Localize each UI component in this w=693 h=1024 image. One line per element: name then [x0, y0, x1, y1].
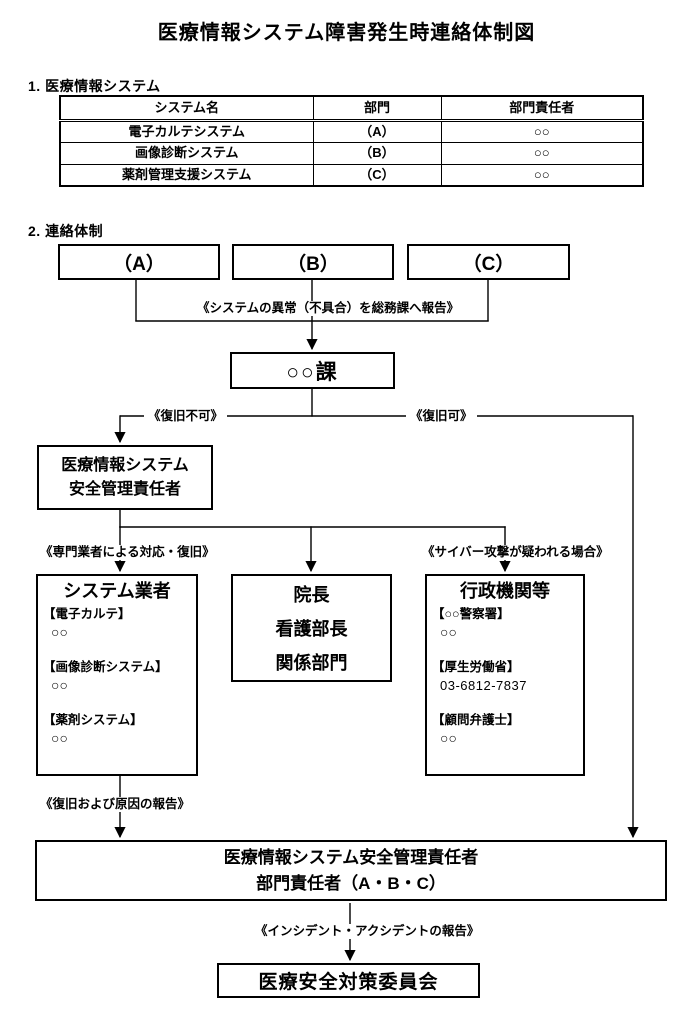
col-header-manager: 部門責任者 — [440, 95, 644, 122]
agency-item-value: ○○ — [440, 730, 457, 746]
dept-c-box: （C） — [407, 244, 570, 280]
manager-report-box: 医療情報システム安全管理責任者 部門責任者（A・B・C） — [35, 840, 667, 901]
col-header-department: 部門 — [312, 95, 442, 122]
safety-manager-line1: 医療情報システム — [61, 456, 189, 474]
cell-manager: ○○ — [440, 119, 644, 143]
cause-report-label: 《復旧および原因の報告》 — [36, 797, 195, 812]
director-line: 関係部門 — [275, 653, 348, 673]
vendor-item-value: ○○ — [51, 624, 68, 640]
soumu-section-box: ○○課 — [230, 352, 395, 389]
agency-item: 【厚生労働省】 03-6812-7837 — [432, 659, 578, 695]
agency-item: 【○○警察署】 ○○ — [432, 606, 578, 642]
table-header-row: システム名 部門 部門責任者 — [59, 95, 644, 122]
agency-item-category: 【○○警察署】 — [432, 607, 510, 621]
vendor-item: 【画像診断システム】 ○○ — [43, 659, 191, 695]
cell-department: （C） — [312, 163, 442, 187]
table-row: 電子カルテシステム （A） ○○ — [59, 119, 644, 143]
vendor-branch-label: 《専門業者による対応・復旧》 — [36, 545, 219, 560]
safety-manager-text: 医療情報システム 安全管理責任者 — [61, 454, 189, 502]
agency-item-phone: 03-6812-7837 — [440, 678, 527, 693]
col-header-system-name: システム名 — [59, 95, 314, 122]
vendor-box-title: システム業者 — [63, 581, 171, 601]
manager-report-line2: 部門責任者（A・B・C） — [256, 873, 446, 893]
cell-department: （B） — [312, 141, 442, 165]
vendor-item-value: ○○ — [51, 677, 68, 693]
recovery-label: 《復旧可》 — [406, 409, 477, 424]
manager-report-line1: 医療情報システム安全管理責任者 — [223, 847, 479, 867]
no-recovery-label: 《復旧不可》 — [144, 409, 228, 424]
section2-heading: 2. 連絡体制 — [28, 223, 104, 239]
agency-item-value: ○○ — [440, 624, 457, 640]
section1-heading: 1. 医療情報システム — [28, 78, 161, 94]
cell-system-name: 電子カルテシステム — [59, 119, 314, 143]
director-line: 看護部長 — [275, 619, 348, 639]
agency-item: 【顧問弁護士】 ○○ — [432, 712, 578, 748]
cell-manager: ○○ — [440, 163, 644, 187]
cell-department: （A） — [312, 119, 442, 143]
safety-manager-box: 医療情報システム 安全管理責任者 — [37, 445, 213, 510]
agency-box-title: 行政機関等 — [460, 581, 550, 601]
vendor-item-category: 【画像診断システム】 — [43, 660, 168, 674]
vendor-item-category: 【電子カルテ】 — [43, 607, 131, 621]
cell-system-name: 薬剤管理支援システム — [59, 163, 314, 187]
system-table: システム名 部門 部門責任者 電子カルテシステム （A） ○○ 画像診断システム… — [59, 95, 644, 187]
dept-b-box: （B） — [232, 244, 394, 280]
committee-box: 医療安全対策委員会 — [217, 963, 480, 998]
vendor-item: 【電子カルテ】 ○○ — [43, 606, 191, 642]
director-line: 院長 — [293, 585, 330, 605]
page-title: 医療情報システム障害発生時連絡体制図 — [157, 22, 536, 44]
table-row: 薬剤管理支援システム （C） ○○ — [59, 163, 644, 187]
vendor-item-category: 【薬剤システム】 — [43, 713, 143, 727]
agency-item-category: 【厚生労働省】 — [432, 660, 520, 674]
safety-manager-line2: 安全管理責任者 — [68, 480, 181, 498]
manager-report-text: 医療情報システム安全管理責任者 部門責任者（A・B・C） — [224, 845, 479, 897]
vendor-box: システム業者 【電子カルテ】 ○○ 【画像診断システム】 ○○ 【薬剤システム】… — [36, 574, 198, 776]
cell-manager: ○○ — [440, 141, 644, 165]
agency-box: 行政機関等 【○○警察署】 ○○ 【厚生労働省】 03-6812-7837 【顧… — [425, 574, 585, 776]
director-box: 院長 看護部長 関係部門 — [231, 574, 392, 682]
report-to-soumu-label: 《システムの異常（不具合）を総務課へ報告》 — [193, 301, 464, 316]
vendor-item: 【薬剤システム】 ○○ — [43, 712, 191, 748]
dept-a-box: （A） — [58, 244, 220, 280]
agency-item-category: 【顧問弁護士】 — [432, 713, 520, 727]
cell-system-name: 画像診断システム — [59, 141, 314, 165]
cyber-branch-label: 《サイバー攻撃が疑われる場合》 — [418, 545, 613, 560]
table-row: 画像診断システム （B） ○○ — [59, 141, 644, 165]
incident-report-label: 《インシデント・アクシデントの報告》 — [251, 924, 484, 939]
vendor-item-value: ○○ — [51, 730, 68, 746]
